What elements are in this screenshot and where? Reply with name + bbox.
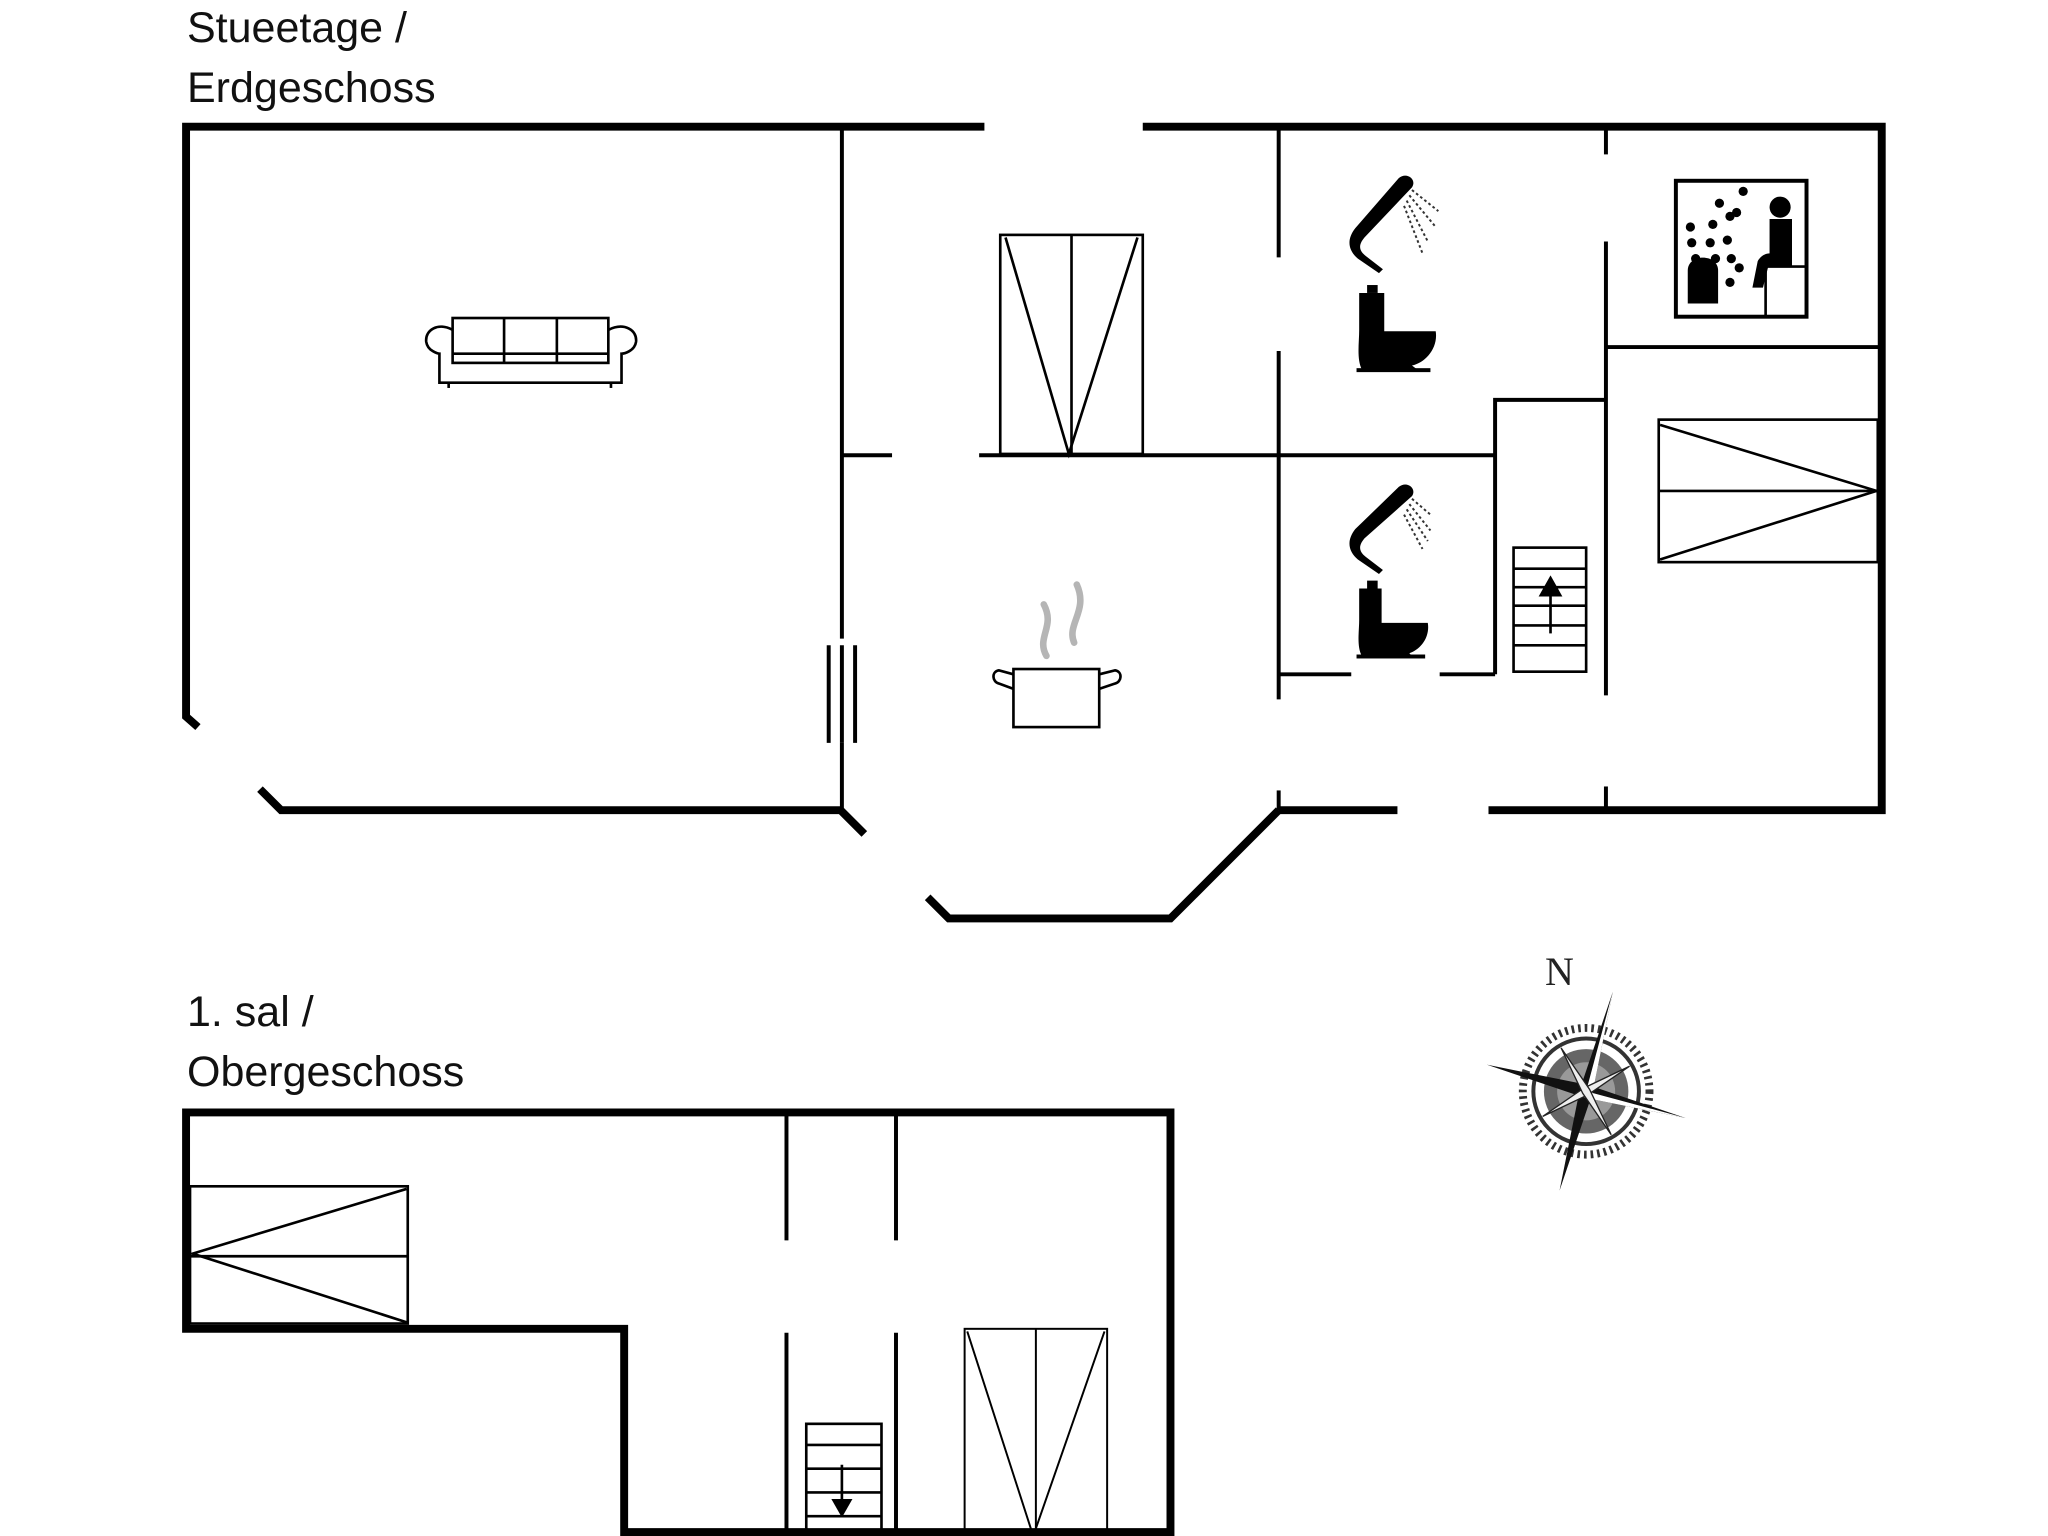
upper-floor-title-line2: Obergeschoss [187,1048,465,1096]
ground-floor-plan [182,122,1886,923]
upper-floor-title-line1: 1. sal / [187,988,314,1036]
toilet-icon [1356,580,1429,659]
compass-north-label: N [1545,949,1574,994]
bed-icon [1657,418,1881,564]
ground-floor-interior-walls [839,126,1882,811]
ground-floor-title: Stueetage / Erdgeschoss [187,0,436,118]
bed-icon [188,1184,410,1325]
toilet-icon [1356,285,1437,373]
upper-floor-interior-walls [784,1112,898,1536]
wardrobe-icon [998,233,1145,459]
shower-icon [1349,484,1432,575]
kitchen-pot-icon [992,581,1122,729]
ground-floor-exterior-walls [182,122,1886,923]
wardrobe-icon [963,1327,1109,1536]
ground-floor-title-line1: Stueetage / [187,4,407,52]
shower-icon [1349,175,1439,274]
upper-floor-title: 1. sal / Obergeschoss [187,982,464,1102]
sofa-icon [424,316,638,388]
sliding-door-icon [826,645,858,743]
stairs-down-icon [804,1422,883,1536]
sauna-icon [1673,178,1809,319]
compass-rose-icon [1486,991,1686,1191]
upper-floor-plan [182,1108,1175,1536]
stairs-up-icon [1512,546,1588,673]
ground-floor-title-line2: Erdgeschoss [187,64,436,112]
